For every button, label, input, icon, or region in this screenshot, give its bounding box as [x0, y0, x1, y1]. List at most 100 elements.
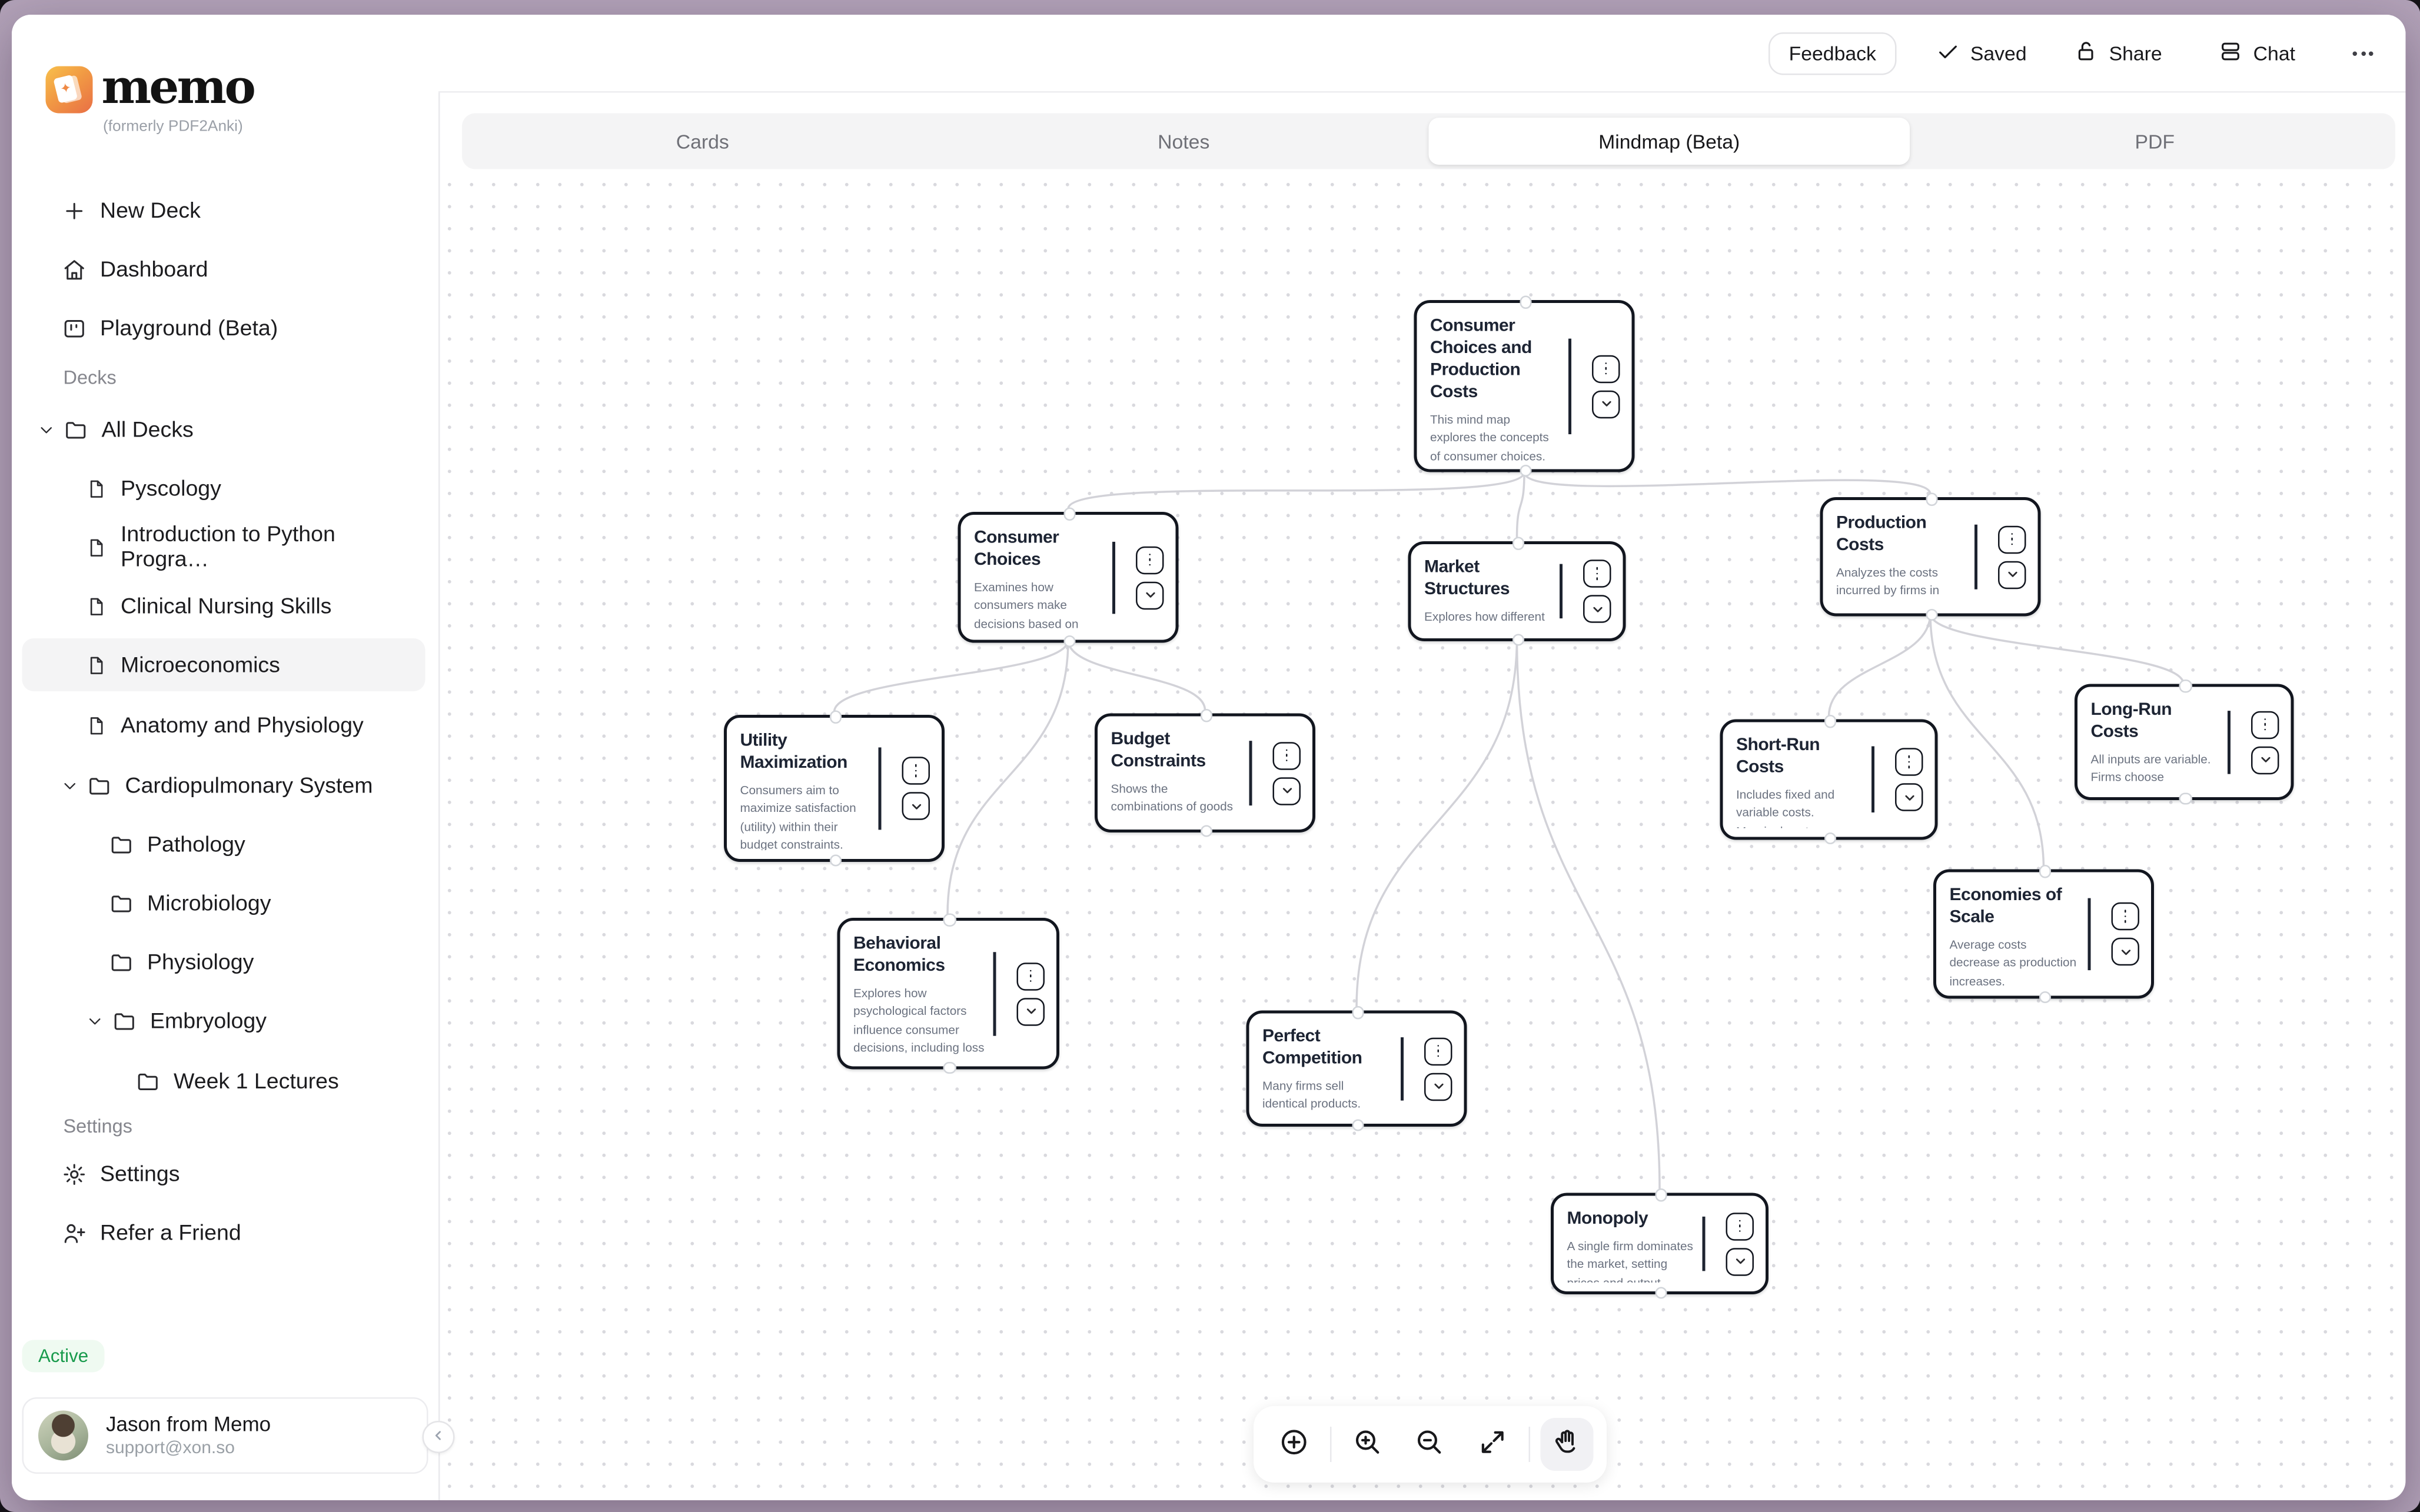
node-menu-button[interactable] — [1016, 962, 1045, 990]
node-collapse-button[interactable] — [1136, 581, 1164, 609]
tab-pdf[interactable]: PDF — [2135, 130, 2175, 152]
user-email: support@xon.so — [106, 1437, 235, 1458]
canvas-toolbar — [1254, 1406, 1607, 1483]
node-menu-button[interactable] — [1424, 1037, 1452, 1065]
playground-icon — [62, 315, 87, 341]
node-collapse-button[interactable] — [1592, 389, 1620, 418]
sidebar-item-dashboard[interactable]: Dashboard — [22, 243, 426, 296]
zoom-out-icon — [1415, 1427, 1446, 1462]
sidebar-item-new-deck[interactable]: New Deck — [22, 184, 426, 237]
sidebar-collapse-button[interactable] — [422, 1421, 455, 1453]
sidebar-item-all-decks[interactable]: All Decks — [22, 403, 426, 456]
node-menu-button[interactable] — [1136, 545, 1164, 574]
node-menu-button[interactable] — [2251, 710, 2279, 738]
sidebar-item-cardiopulmonary[interactable]: Cardiopulmonary System — [22, 759, 426, 812]
sidebar-item-refer-friend[interactable]: Refer a Friend — [22, 1206, 426, 1259]
sidebar-item-intro-python[interactable]: Introduction to Python Progra… — [22, 521, 426, 574]
node-description: This mind map explores the concepts of c… — [1430, 412, 1549, 461]
node-collapse-button[interactable] — [1583, 595, 1611, 623]
node-collapse-button[interactable] — [1016, 997, 1045, 1025]
sidebar-item-physiology[interactable]: Physiology — [22, 935, 426, 988]
node-title: Long-Run Costs — [2090, 698, 2172, 742]
add-node-button[interactable] — [1267, 1418, 1320, 1471]
node-collapse-button[interactable] — [1424, 1072, 1452, 1100]
chat-icon — [2219, 39, 2243, 67]
folder-icon — [109, 891, 134, 916]
share-button[interactable]: Share — [2066, 38, 2171, 69]
node-menu-button[interactable] — [1583, 559, 1611, 588]
sidebar-item-label: Clinical Nursing Skills — [121, 593, 332, 619]
node-description: Consumers aim to maximize satisfaction (… — [740, 782, 856, 850]
node-divider — [1975, 524, 1977, 590]
folder-icon — [112, 1008, 137, 1034]
node-collapse-button[interactable] — [1998, 560, 2026, 588]
fit-view-button[interactable] — [1467, 1418, 1520, 1471]
node-description: A single firm dominates the market, sett… — [1567, 1238, 1693, 1283]
sidebar-item-clinical-nursing[interactable]: Clinical Nursing Skills — [22, 580, 426, 632]
file-icon — [85, 477, 108, 499]
folder-icon — [109, 832, 134, 857]
user-card[interactable]: Jason from Memo support@xon.so — [22, 1397, 428, 1474]
node-divider — [1560, 564, 1563, 619]
node-collapse-button[interactable] — [1726, 1247, 1754, 1275]
sidebar-item-label: Microeconomics — [121, 652, 280, 678]
node-collapse-button[interactable] — [2111, 937, 2139, 966]
node-description: Many firms sell identical products. Firm… — [1262, 1078, 1381, 1115]
node-menu-button[interactable] — [2111, 902, 2139, 931]
sidebar-item-playground[interactable]: Playground (Beta) — [22, 302, 426, 355]
sidebar-item-microbiology[interactable]: Microbiology — [22, 877, 426, 930]
feedback-button[interactable]: Feedback — [1768, 31, 1897, 75]
expand-icon — [1477, 1427, 1508, 1462]
sidebar-item-pyscology[interactable]: Pyscology — [22, 462, 426, 515]
node-collapse-button[interactable] — [1272, 777, 1301, 805]
sidebar-item-pathology[interactable]: Pathology — [22, 818, 426, 871]
sidebar-item-embryology[interactable]: Embryology — [22, 994, 426, 1047]
node-title: Production Costs — [1836, 512, 1927, 555]
node-menu-button[interactable] — [1272, 741, 1301, 770]
chat-button[interactable]: Chat — [2210, 38, 2304, 69]
tab-mindmap[interactable]: Mindmap (Beta) — [1428, 118, 1910, 165]
chevron-down-icon[interactable] — [37, 420, 56, 439]
sidebar-item-week1-lectures[interactable]: Week 1 Lectures — [22, 1055, 426, 1108]
node-title: Economies of Scale — [1949, 884, 2062, 927]
sidebar-item-label: Pyscology — [121, 475, 221, 501]
sidebar-item-anatomy-physiology[interactable]: Anatomy and Physiology — [22, 699, 426, 752]
node-menu-button[interactable] — [1726, 1212, 1754, 1240]
node-menu-button[interactable] — [902, 757, 930, 785]
sidebar-item-microeconomics[interactable]: Microeconomics — [22, 638, 426, 691]
node-menu-button[interactable] — [1592, 354, 1620, 382]
node-menu-button[interactable] — [1998, 525, 2026, 553]
tab-cards[interactable]: Cards — [676, 130, 729, 152]
zoom-in-button[interactable] — [1341, 1418, 1394, 1471]
pan-tool-button[interactable] — [1540, 1418, 1594, 1471]
node-menu-button[interactable] — [1895, 748, 1923, 776]
node-collapse-button[interactable] — [2251, 745, 2279, 774]
chevron-down-icon[interactable] — [61, 776, 80, 795]
node-divider — [1249, 740, 1252, 806]
sidebar-item-label: Cardiopulmonary System — [125, 772, 373, 798]
sidebar-item-settings[interactable]: Settings — [22, 1147, 426, 1200]
chevron-down-icon[interactable] — [85, 1011, 105, 1031]
more-options-button[interactable] — [2344, 49, 2382, 57]
user-name: Jason from Memo — [106, 1411, 271, 1436]
node-collapse-button[interactable] — [1895, 783, 1923, 811]
node-divider — [2228, 710, 2230, 774]
view-tabbar: Cards Notes Mindmap (Beta) PDF — [462, 113, 2395, 169]
tab-notes[interactable]: Notes — [1158, 130, 1210, 152]
hand-icon — [1551, 1427, 1583, 1462]
zoom-out-button[interactable] — [1404, 1418, 1457, 1471]
node-collapse-button[interactable] — [902, 792, 930, 820]
